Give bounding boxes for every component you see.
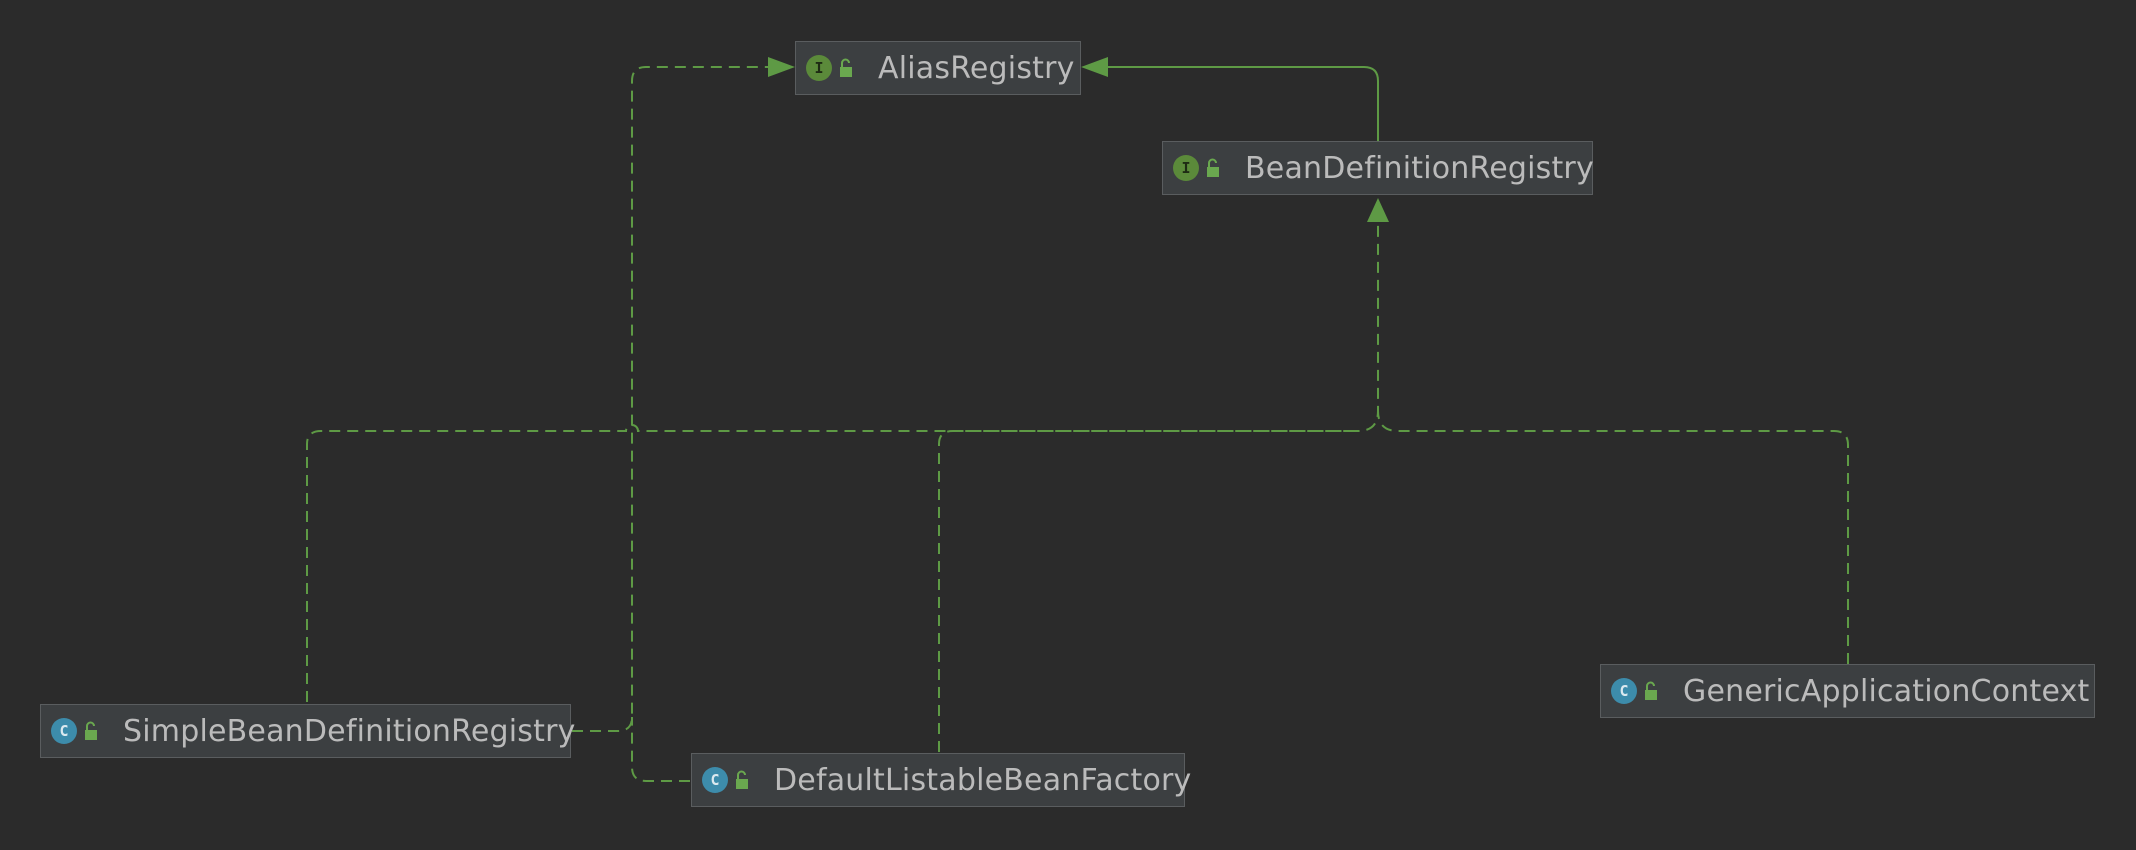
arrowhead-alias-registry-right: [1081, 57, 1108, 77]
node-alias-registry[interactable]: I AliasRegistry: [795, 41, 1081, 95]
interface-icon: I: [806, 55, 832, 81]
edge-simple-bean-definition-registry-to-alias-registry: [572, 66, 770, 732]
class-icon: C: [702, 767, 728, 793]
edge-generic-application-context-to-bean-definition-registry: [1377, 410, 1849, 664]
edge-default-listable-bean-factory-to-alias-registry: [631, 717, 690, 782]
node-generic-application-context[interactable]: C GenericApplicationContext: [1600, 664, 2095, 718]
class-icon: C: [51, 718, 77, 744]
open-lock-icon: [840, 58, 852, 77]
node-label: DefaultListableBeanFactory: [774, 762, 1192, 798]
class-icon: C: [1611, 678, 1637, 704]
edge-bean-definition-registry-to-alias-registry: [1102, 66, 1379, 141]
node-label: GenericApplicationContext: [1683, 673, 2090, 709]
edge-default-listable-bean-factory-to-bean-definition-registry: [938, 430, 1358, 752]
open-lock-icon: [1207, 158, 1219, 177]
open-lock-icon: [1645, 681, 1657, 700]
node-label: BeanDefinitionRegistry: [1245, 150, 1594, 186]
arrowhead-bean-definition-registry: [1367, 198, 1389, 222]
node-label: SimpleBeanDefinitionRegistry: [123, 713, 576, 749]
node-label: AliasRegistry: [878, 50, 1075, 86]
node-bean-definition-registry[interactable]: I BeanDefinitionRegistry: [1162, 141, 1594, 195]
node-default-listable-bean-factory[interactable]: C DefaultListableBeanFactory: [691, 753, 1191, 807]
edge-simple-bean-definition-registry-to-bean-definition-registry: [306, 220, 1379, 702]
open-lock-icon: [85, 721, 97, 740]
node-simple-bean-definition-registry[interactable]: C SimpleBeanDefinitionRegistry: [40, 704, 575, 758]
open-lock-icon: [736, 770, 748, 789]
interface-icon: I: [1173, 155, 1199, 181]
arrowhead-alias-registry-left: [768, 57, 795, 77]
